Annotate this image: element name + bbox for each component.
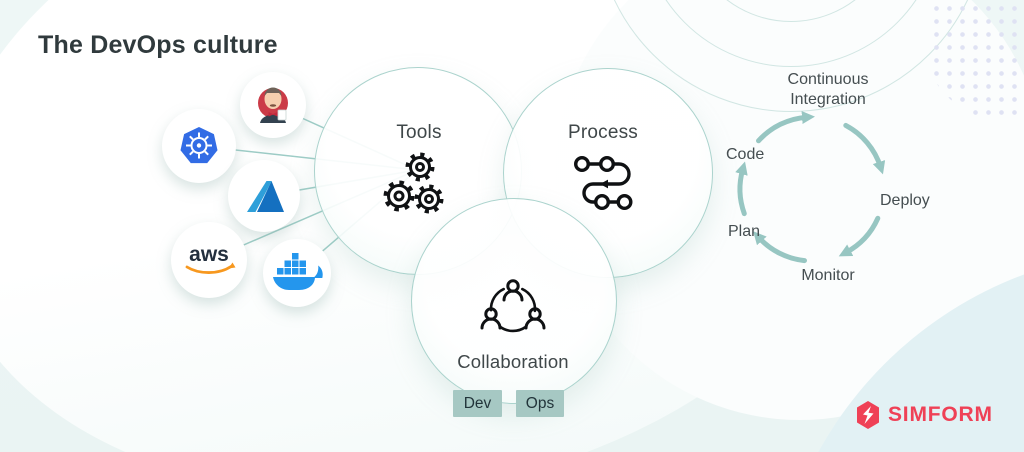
collaboration-circle	[411, 198, 617, 404]
process-flow-icon	[573, 155, 633, 211]
cycle-step-monitor: Monitor	[801, 267, 855, 284]
cycle-step-deploy: Deploy	[880, 192, 930, 209]
devops-cycle-arrows	[735, 111, 886, 264]
aws-icon: aws	[185, 243, 236, 274]
process-circle	[503, 68, 713, 278]
simform-icon	[857, 401, 879, 429]
simform-logo: SIMFORM	[855, 400, 993, 430]
gears-icon	[383, 152, 444, 214]
cycle-step-continuous-integration: Continuous Integration	[787, 71, 869, 108]
page-title: The DevOps culture	[38, 31, 278, 59]
cycle-step-code: Code	[726, 146, 765, 163]
jenkins-icon	[258, 87, 288, 123]
azure-icon	[247, 181, 284, 212]
tools-label: Tools	[396, 122, 442, 143]
azure-logo	[228, 160, 300, 232]
cycle-step-plan: Plan	[728, 223, 761, 240]
process-label: Process	[567, 122, 639, 143]
kubernetes-icon	[180, 127, 218, 164]
collaboration-people-icon	[480, 279, 546, 333]
simform-wordmark: SIMFORM	[888, 403, 993, 426]
dev-tag: Dev	[453, 390, 502, 417]
docker-logo	[263, 239, 331, 307]
collaboration-label: Collaboration	[457, 351, 569, 372]
aws-wordmark: aws	[189, 243, 229, 266]
aws-logo: aws	[171, 222, 247, 298]
docker-icon	[273, 253, 323, 290]
ops-tag: Ops	[516, 390, 564, 417]
jenkins-logo	[240, 72, 306, 138]
kubernetes-logo	[162, 109, 236, 183]
